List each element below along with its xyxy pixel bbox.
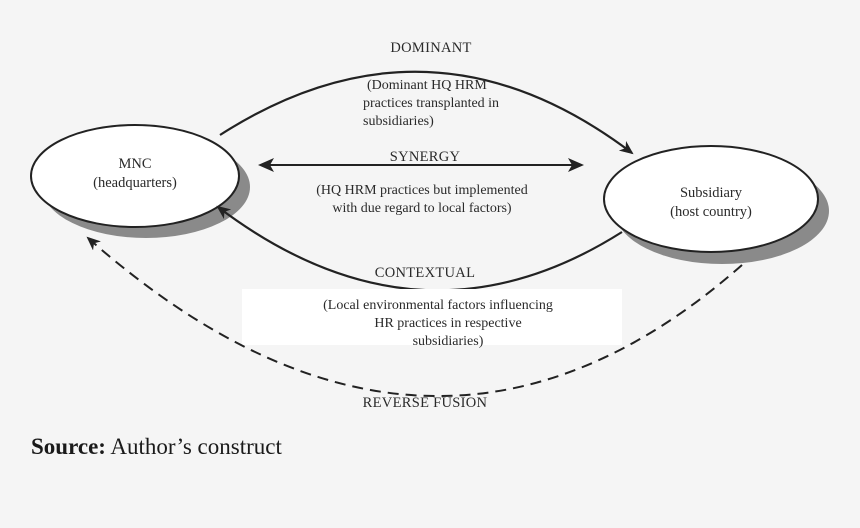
subsidiary-node-sublabel: (host country) (670, 204, 752, 220)
dominant-description-line: subsidiaries) (363, 114, 434, 129)
source-text: Author’s construct (105, 434, 282, 459)
contextual-description-box (242, 289, 622, 345)
hq-node-label: MNC (118, 156, 151, 172)
contextual-title: CONTEXTUAL (375, 265, 475, 281)
synergy-arrow (258, 158, 584, 172)
source-caption: Source: Author’s construct (31, 434, 282, 460)
dominant-description-line: practices transplanted in (363, 96, 499, 111)
dominant-arrow (219, 70, 634, 155)
contextual-description-line: HR practices in respective (374, 316, 521, 331)
hq-node: MNC (headquarters) (30, 124, 250, 238)
synergy-description-line: (HQ HRM practices but implemented (316, 183, 528, 198)
synergy-title: SYNERGY (390, 149, 461, 165)
reverse-fusion-arrow (86, 236, 743, 398)
subsidiary-node: Subsidiary (host country) (603, 145, 829, 264)
source-label: Source: (31, 434, 106, 459)
subsidiary-node-ellipse (603, 145, 819, 253)
dominant-title: DOMINANT (390, 40, 471, 56)
hq-node-ellipse (30, 124, 240, 228)
dominant-description-line: (Dominant HQ HRM (367, 78, 487, 93)
reverse-fusion-title: REVERSE FUSION (363, 395, 488, 411)
subsidiary-node-label: Subsidiary (680, 185, 743, 201)
contextual-description-line: (Local environmental factors influencing (323, 298, 553, 313)
hq-node-sublabel: (headquarters) (93, 175, 177, 191)
contextual-description-line: subsidiaries) (413, 334, 484, 349)
synergy-description-line: with due regard to local factors) (332, 201, 512, 216)
